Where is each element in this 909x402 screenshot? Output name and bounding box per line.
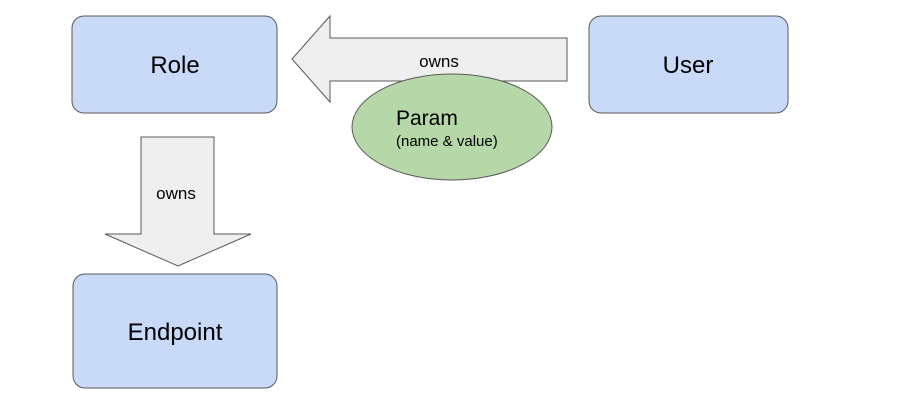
endpoint-box xyxy=(72,273,278,389)
endpoint-label: Endpoint xyxy=(128,319,223,346)
role-label: Role xyxy=(150,52,199,79)
role-node: Role xyxy=(71,15,278,114)
param-ellipse xyxy=(351,73,553,181)
role-box xyxy=(71,15,278,114)
user-box xyxy=(588,15,789,114)
param-title: Param xyxy=(396,107,458,130)
param-subtitle: (name & value) xyxy=(396,133,498,150)
endpoint-node: Endpoint xyxy=(72,273,278,389)
role-owns-endpoint-arrow: owns xyxy=(104,136,252,267)
param-node: Param (name & value) xyxy=(351,73,553,181)
user-role-edge-label: owns xyxy=(419,52,459,71)
down-arrow-shape xyxy=(104,136,252,267)
role-endpoint-edge-label: owns xyxy=(156,184,196,203)
user-node: User xyxy=(588,15,789,114)
user-label: User xyxy=(663,52,714,79)
